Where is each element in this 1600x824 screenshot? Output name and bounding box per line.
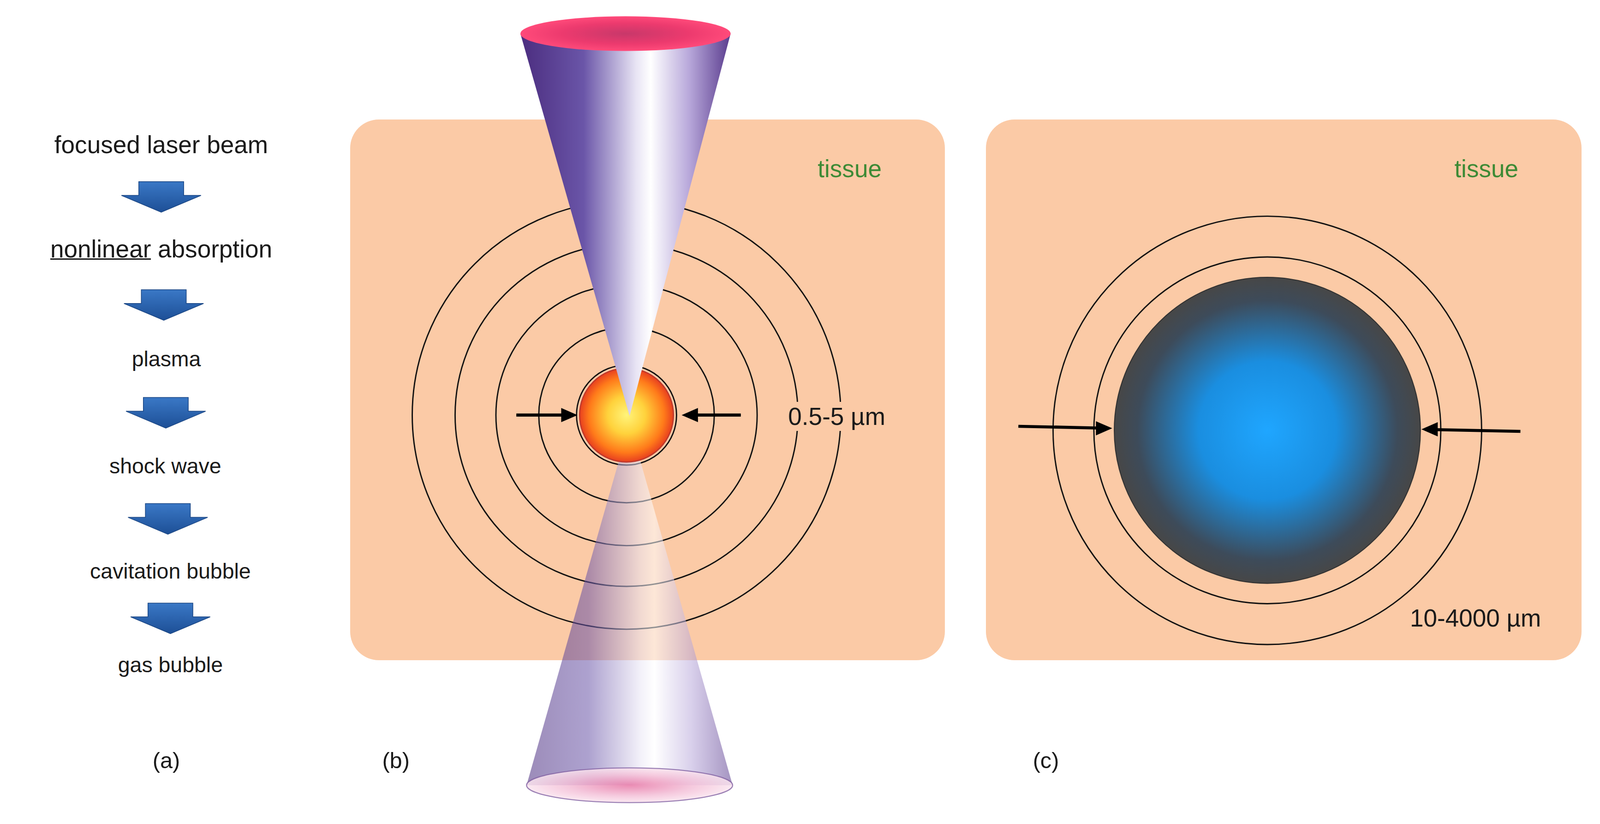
- size-arrows: [516, 407, 741, 423]
- beam-exit-ellipse: [526, 767, 733, 803]
- block-arrow: [124, 289, 204, 321]
- underline: [50, 258, 151, 260]
- beam-entry-ellipse: [520, 16, 731, 51]
- size-arrows: [1018, 421, 1521, 437]
- block-arrow: [125, 397, 206, 428]
- label-holder: (a): [149, 746, 184, 774]
- process-step: cavitation bubble: [88, 557, 253, 586]
- process-step: focused laser beam: [52, 129, 270, 161]
- process-step: shock wave: [107, 452, 224, 481]
- label-holder: (b): [379, 746, 413, 774]
- block-arrow: [121, 181, 202, 213]
- label-holder: (c): [1029, 746, 1063, 774]
- process-step: nonlinear absorption: [48, 233, 275, 265]
- process-step: gas bubble: [116, 651, 225, 680]
- label-holder: 0.5-5 µm: [785, 401, 889, 432]
- dimension-label: 10-4000 µm: [1406, 603, 1545, 633]
- step-label: focused laser beam: [54, 130, 269, 160]
- block-arrow: [128, 503, 209, 534]
- step-label: shock wave: [109, 453, 222, 480]
- step-label: plasma: [131, 346, 202, 373]
- process-step: plasma: [130, 345, 203, 374]
- bubble-rings: [1053, 216, 1482, 645]
- step-label: gas bubble: [118, 652, 223, 679]
- cavitation-bubble: [1114, 277, 1421, 584]
- transmitted-beam: [526, 423, 733, 786]
- block-arrow: [130, 602, 211, 634]
- panel-letter: (a): [149, 746, 184, 774]
- panel-letter: (b): [379, 746, 413, 774]
- label-holder: 10-4000 µm: [1406, 603, 1545, 633]
- region-label: tissue: [817, 154, 882, 184]
- step-label: cavitation bubble: [89, 558, 251, 585]
- dimension-label: 0.5-5 µm: [785, 401, 889, 432]
- focused-beam: [520, 33, 731, 417]
- panel-letter: (c): [1029, 746, 1063, 774]
- region-label: tissue: [1454, 154, 1519, 184]
